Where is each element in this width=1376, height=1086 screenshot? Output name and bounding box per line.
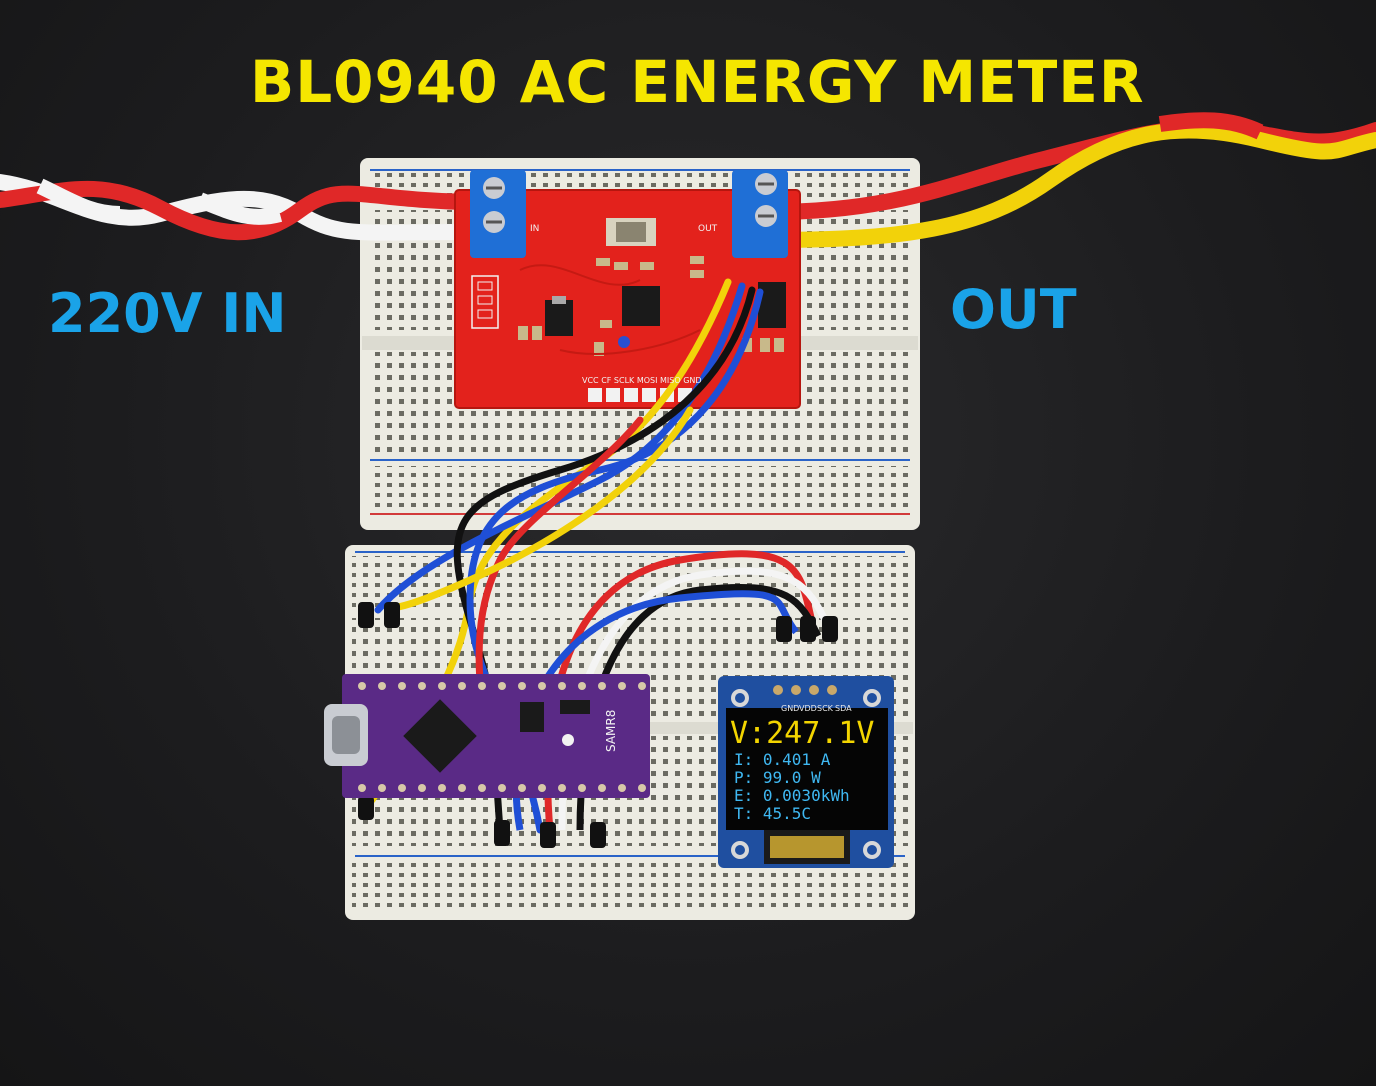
mcu-label: SAMR8 [604, 709, 618, 752]
bl0940-module [454, 170, 801, 409]
oled-energy-reading: E: 0.0030kWh [734, 786, 850, 805]
oled-module [718, 676, 894, 868]
out-terminal-block [732, 170, 788, 258]
output-label: OUT [950, 278, 1077, 341]
oled-power-reading: P: 99.0 W [734, 768, 821, 787]
mains-input-wires [0, 174, 478, 241]
oled-temperature-reading: T: 45.5C [734, 804, 812, 823]
page-title: BL0940 AC ENERGY METER [250, 48, 1145, 116]
oled-pin-vdd: VDD [799, 704, 817, 713]
oled-pin-sda: SDA [835, 704, 852, 713]
oled-current-reading: I: 0.401 A [734, 750, 831, 769]
in-terminal-label: IN [530, 224, 540, 234]
in-terminal-block [470, 170, 526, 258]
out-terminal-label: OUT [698, 224, 718, 234]
signal-wires [368, 278, 764, 834]
input-label: 220V IN [48, 282, 287, 345]
oled-pin-sck: SCK [817, 704, 833, 713]
header-pin-labels: VCC CF SCLK MOSI MISO GND [582, 376, 702, 385]
header-pads [588, 388, 692, 402]
mcu-board [324, 674, 650, 798]
oled-voltage-reading: V:247.1V [730, 716, 875, 751]
oled-pin-gnd: GND [781, 704, 800, 713]
wire-plugs [358, 602, 838, 848]
mains-output-wires [762, 112, 1376, 248]
